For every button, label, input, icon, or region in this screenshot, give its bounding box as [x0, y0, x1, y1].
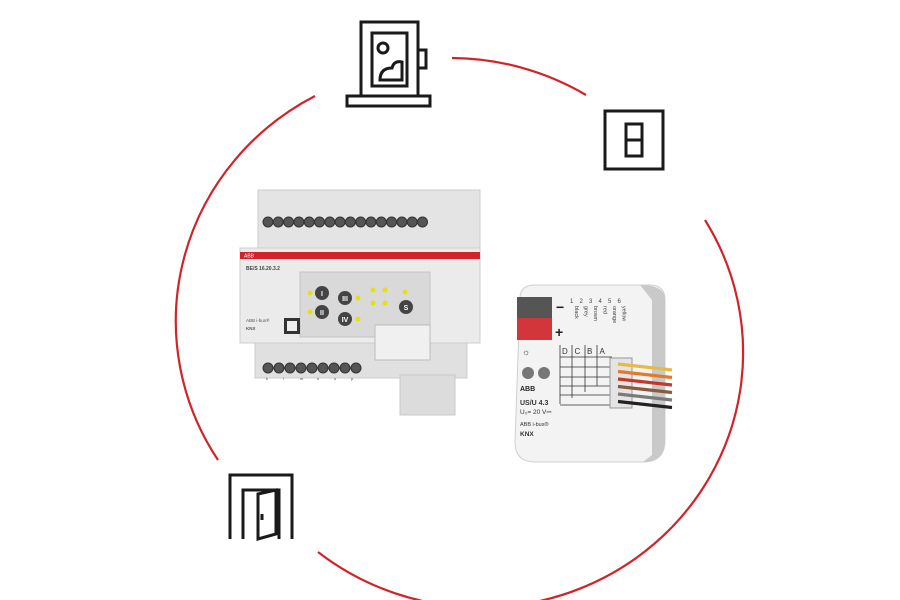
- arc-left: [174, 95, 316, 461]
- terminal-label: k: [266, 376, 268, 381]
- wire: [617, 362, 673, 372]
- terminal-screw: [284, 362, 296, 374]
- interface-model: US/U 4.3: [520, 400, 549, 407]
- actuator-knx-label: KNX: [246, 326, 256, 331]
- wire-number: 3: [589, 299, 593, 305]
- actuator-button-s[interactable]: S: [399, 300, 413, 314]
- terminal-label: n: [317, 376, 319, 381]
- terminal-screw: [324, 216, 336, 228]
- button-label: IV: [342, 317, 349, 324]
- sun-icon: ☼: [522, 347, 530, 357]
- actuator-button-ii[interactable]: II: [315, 305, 329, 319]
- terminal-label: m: [300, 376, 304, 381]
- circuit-diagram: [559, 345, 612, 406]
- actuator-button-iii[interactable]: III: [338, 291, 352, 305]
- terminal-screw: [328, 362, 340, 374]
- terminal-screw: [272, 216, 284, 228]
- wire-bundle: [617, 362, 673, 410]
- plus-terminal: [517, 318, 552, 340]
- channel-label: D: [562, 347, 568, 356]
- wire: [617, 399, 673, 410]
- terminal-screw: [314, 216, 325, 228]
- wire-number: 5: [608, 299, 612, 305]
- interface-knx-label: KNX: [520, 431, 534, 438]
- wire-color-label: orange: [611, 306, 617, 323]
- terminal-screw: [262, 362, 274, 374]
- terminal-screw: [344, 216, 356, 228]
- interface-bus-label: ABB i-bus®: [520, 421, 549, 428]
- actuator-bus-label: ABB i-bus®: [246, 317, 270, 323]
- terminal-screw: [283, 216, 295, 228]
- interface-voltage: U₀= 20 V⎓: [520, 409, 552, 416]
- switch-actuator-device: k l m n o p ABB BE/S 16.20.3.2 ABB i-bus® KNX…: [239, 189, 481, 416]
- terminal-screw: [375, 216, 387, 228]
- actuator-model: BE/S 16.20.3.2: [246, 266, 280, 272]
- terminal-label: o: [334, 376, 337, 381]
- light-switch-icon: [603, 109, 665, 171]
- terminal-screw: [355, 216, 367, 228]
- terminal-screw: [273, 362, 285, 374]
- terminal-screw: [339, 362, 351, 374]
- wire-color-label: black: [573, 306, 579, 319]
- terminal-screw: [396, 216, 408, 228]
- terminal-screw: [406, 216, 418, 228]
- universal-interface-device: − + ☼ 1black2grey3brown4red5orange6yello…: [514, 284, 673, 463]
- minus-terminal: [517, 297, 552, 318]
- bottom-terminal-row: k l m n o p: [262, 362, 362, 381]
- plus-label: +: [555, 324, 563, 340]
- wire: [617, 384, 673, 395]
- door-icon: [228, 473, 294, 541]
- wire: [617, 377, 673, 387]
- terminal-screw: [334, 216, 346, 228]
- actuator-button-i[interactable]: I: [315, 286, 329, 300]
- terminal-screw: [317, 362, 329, 374]
- wire: [617, 392, 673, 402]
- terminal-screw: [417, 216, 428, 228]
- minus-label: −: [556, 299, 564, 315]
- wire-number: 1: [570, 299, 574, 305]
- button-label: I: [321, 291, 323, 298]
- terminal-screw: [350, 362, 362, 374]
- channel-label: B: [587, 347, 592, 356]
- red-stripe: [240, 252, 480, 259]
- wire-number: 2: [580, 299, 584, 305]
- wire-color-label: brown: [592, 306, 598, 321]
- actuator-button-iv[interactable]: IV: [338, 312, 352, 326]
- status-leds: [307, 287, 408, 322]
- terminal-label: l: [283, 376, 284, 381]
- wire-color-label: grey: [583, 306, 589, 317]
- terminal-screw: [386, 216, 398, 228]
- actuator-brand: ABB: [244, 254, 255, 260]
- wire-number: 4: [599, 299, 603, 305]
- button-label: II: [320, 310, 324, 317]
- top-terminal-row: [262, 216, 428, 228]
- terminal-screw: [293, 216, 305, 228]
- arc-top-right: [451, 56, 587, 96]
- wire-number: 6: [618, 299, 622, 305]
- wire-color-label: red: [602, 306, 608, 314]
- terminal-screw: [306, 362, 318, 374]
- terminal-screw: [262, 216, 274, 228]
- button-label: S: [404, 305, 409, 312]
- terminal-screw: [295, 362, 307, 374]
- wire: [617, 369, 673, 380]
- terminal-label: p: [351, 376, 354, 381]
- wire-color-label: yellow: [621, 306, 627, 321]
- channel-label: C: [575, 347, 581, 356]
- interface-brand: ABB: [520, 386, 535, 393]
- channel-label: A: [600, 347, 606, 356]
- window-icon: [345, 20, 432, 108]
- button-label: III: [342, 296, 348, 303]
- terminal-screw: [365, 216, 377, 228]
- terminal-screw: [303, 216, 315, 228]
